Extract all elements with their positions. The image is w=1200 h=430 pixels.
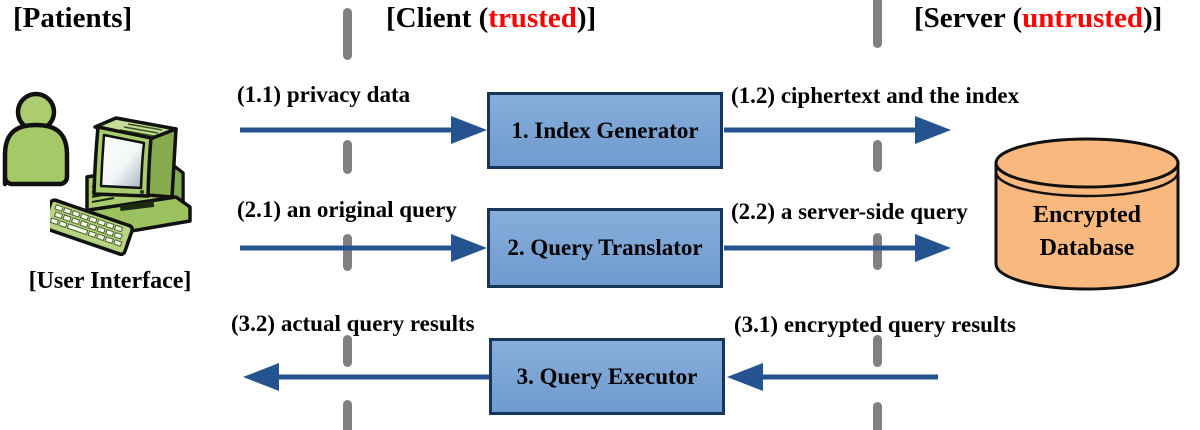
server-untrusted-label: untrusted [1022, 2, 1144, 34]
server-label-suffix: )] [1143, 2, 1163, 34]
arrow-encrypted-results [727, 363, 938, 391]
arrow-ciphertext-index [724, 116, 951, 144]
arrow-original-query [240, 234, 487, 262]
database-icon [994, 137, 1180, 291]
label-actual-results: (3.2) actual query results [231, 311, 475, 336]
server-column-header: [Server (untrusted)] [914, 2, 1163, 35]
label-original-query: (2.1) an original query [237, 197, 457, 222]
client-label-prefix: [Client ( [386, 2, 489, 34]
client-trusted-label: trusted [488, 2, 577, 34]
label-privacy-data: (1.1) privacy data [237, 82, 411, 107]
query-executor-box: 3. Query Executor [489, 338, 725, 415]
person-icon [2, 91, 70, 187]
label-server-side-query: (2.2) a server-side query [731, 199, 968, 224]
index-generator-label: 1. Index Generator [511, 117, 699, 143]
label-ciphertext-index: (1.2) ciphertext and the index [731, 83, 1020, 108]
client-column-header: [Client (trusted)] [386, 2, 597, 35]
client-boundary-dashed-line [343, 8, 352, 430]
arrow-actual-results [243, 363, 489, 391]
index-generator-box: 1. Index Generator [487, 92, 723, 169]
server-boundary-dashed-line [873, 0, 882, 430]
patients-column-header: [Patients] [13, 2, 133, 35]
patients-label: [Patients] [13, 2, 133, 34]
client-label-suffix: )] [576, 2, 597, 34]
arrow-privacy-data [240, 116, 487, 144]
query-translator-label: 2. Query Translator [507, 235, 703, 260]
computer-icon [50, 116, 192, 257]
database-label: Encrypted Database [993, 199, 1181, 265]
database-label-line1: Encrypted [1033, 202, 1141, 228]
server-label-prefix: [Server ( [914, 2, 1023, 34]
query-translator-box: 2. Query Translator [487, 208, 723, 288]
flow-arrows [240, 116, 951, 391]
arrow-server-side-query [724, 234, 951, 262]
label-encrypted-results: (3.1) encrypted query results [734, 312, 1016, 337]
user-interface-label: [User Interface] [28, 268, 192, 294]
query-executor-label: 3. Query Executor [516, 363, 698, 389]
database-label-line2: Database [1039, 235, 1135, 262]
